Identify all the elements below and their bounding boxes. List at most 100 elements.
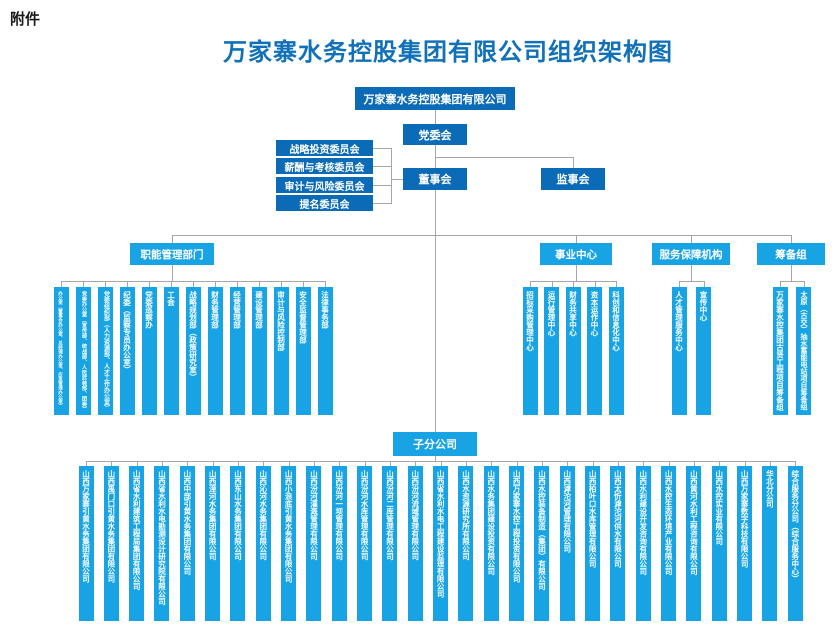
org-unit-label: 财务共享中心	[568, 291, 578, 336]
attachment-label: 附件	[10, 11, 41, 28]
connector	[172, 265, 173, 281]
connector	[373, 166, 391, 167]
connector-stub	[263, 461, 265, 466]
subsidiary-label: 山西沁河水务集团有限公司	[258, 470, 268, 560]
subsidiary-box: 山西省水利建筑工程局集团有限公司	[129, 461, 145, 621]
connector-stub	[668, 461, 670, 466]
connector-stub	[719, 461, 721, 466]
org-unit-label: 纪委（监察专员办公室）	[122, 291, 132, 374]
org-unit-box: 财务共享中心	[565, 281, 581, 415]
connector-stub	[541, 461, 543, 466]
subsidiary-label: 山西漳河水务集团有限公司	[208, 470, 218, 560]
subsidiary-label: 山西小浪底引黄水务集团有限公司	[284, 470, 294, 583]
org-unit-label: 党委办公室（宣传部、统战部、人民武装部、团委）	[80, 291, 87, 412]
connector-stub	[86, 461, 87, 466]
org-unit-label: 工会	[166, 291, 176, 306]
org-unit-box: 财务管理部	[207, 281, 223, 415]
connector-stub	[187, 461, 189, 466]
connector	[172, 235, 791, 236]
connector	[576, 265, 577, 281]
org-unit-box: 资本运作中心	[587, 281, 602, 415]
connector-stub	[594, 281, 596, 287]
connector-stub	[617, 461, 619, 466]
connector-stub	[83, 281, 84, 287]
org-unit-label: 法律事务部	[320, 291, 330, 329]
org-unit-label: 经营管理部	[232, 291, 242, 329]
connector-stub	[530, 281, 531, 287]
connector	[86, 461, 795, 462]
committee-box-compensation: 薪酬与考核委员会	[276, 158, 373, 174]
connector-stub	[281, 281, 282, 287]
org-unit-label: 宣传中心	[699, 291, 708, 321]
subsidiary-label: 山西省水利水电勘测设计研究院有限公司	[157, 470, 167, 605]
connector-stub	[415, 461, 417, 466]
connector	[391, 179, 403, 180]
subsidiary-label: 山西汾河灌溉管理有限公司	[309, 470, 319, 560]
branch-header-service-support: 服务保障机构	[652, 243, 730, 265]
connector-stub	[313, 461, 315, 466]
connector	[373, 203, 391, 204]
subsidiary-box: 山西汾河流域管理有限公司	[407, 461, 423, 621]
subsidiary-label: 山西水控生态环境产业有限公司	[664, 470, 674, 575]
subsidiary-box: 山西东山水务集团有限公司	[230, 461, 246, 621]
subsidiaries-header-box: 子分公司	[393, 432, 477, 456]
branch-header-preparatory-group: 筹备组	[757, 243, 825, 265]
subsidiary-label: 山西水务集团建设投资有限公司	[486, 470, 496, 575]
board-of-directors-box: 董事会	[403, 168, 467, 190]
connector-stub	[364, 461, 366, 466]
subsidiary-box: 山西水资源研究所有限公司	[458, 461, 474, 621]
connector-stub	[215, 281, 216, 287]
subsidiary-box: 山西沁河水务集团有限公司	[255, 461, 271, 621]
connector	[573, 157, 574, 168]
org-unit-label: 战略规划部（政策研究室）	[188, 291, 198, 381]
connector-stub	[61, 281, 62, 287]
connector	[373, 185, 391, 186]
org-unit-box: 党委组织部（人力资源部、人才工作办公室）	[97, 281, 113, 415]
org-unit-box: 安全监督管理部	[295, 281, 311, 415]
connector	[791, 265, 792, 281]
org-unit-box: 科创和信息化中心	[608, 281, 624, 415]
connector	[172, 235, 173, 243]
subsidiary-label: 山西黄河水利工程咨询有限公司	[689, 470, 699, 575]
org-unit-box: 纪委（监察专员办公室）	[119, 281, 135, 415]
connector	[435, 110, 436, 124]
subsidiary-box: 山西小浪底引黄水务集团有限公司	[281, 461, 297, 621]
connector-stub	[643, 461, 645, 466]
connector-stub	[161, 461, 163, 466]
subsidiary-box: 山西水利建设开发咨询有限公司	[635, 461, 651, 621]
subsidiary-label: 山西柏叶口水库管理有限公司	[588, 470, 598, 568]
subsidiary-label: 山西汾河二库管理有限公司	[385, 470, 395, 560]
connector	[391, 148, 392, 204]
subsidiary-box: 山西中部引黄水务集团有限公司	[179, 461, 195, 621]
connector	[691, 235, 692, 243]
org-unit-box: 宣传中心	[696, 281, 711, 415]
org-unit-label: 太原（古交）抽水蓄能电站项目筹备组	[800, 291, 807, 410]
subsidiary-label: 山西水利建设开发咨询有限公司	[638, 470, 648, 575]
org-unit-box: 经营管理部	[229, 281, 245, 415]
connector-stub	[127, 281, 128, 287]
org-unit-label: 人才管理服务中心	[674, 291, 684, 351]
connector-stub	[325, 281, 326, 287]
connector-stub	[516, 461, 518, 466]
subsidiary-label: 山西汾河水库管理有限公司	[360, 470, 370, 560]
connector	[435, 145, 436, 168]
subsidiary-label: 山西太忻滹沱河供水有限公司	[613, 470, 623, 568]
connector-stub	[105, 281, 106, 287]
subsidiary-label: 山西滹沱河管理有限公司	[562, 470, 572, 553]
root-company-box: 万家寨水务控股集团有限公司	[355, 87, 515, 110]
connector	[791, 235, 792, 243]
org-unit-box: 工会	[163, 281, 179, 415]
connector-stub	[303, 281, 304, 287]
org-unit-box: 招标采购管理中心	[522, 281, 538, 415]
connector	[435, 190, 436, 432]
subsidiary-box: 山西万家寨水控工程投资有限公司	[509, 461, 525, 621]
supervisory-board-box: 监事会	[541, 168, 605, 190]
org-unit-label: 科创和信息化中心	[611, 291, 621, 351]
connector-stub	[237, 461, 239, 466]
org-unit-label: 党委巡察办	[144, 291, 154, 329]
subsidiary-label: 山西万家寨数字科技有限公司	[740, 470, 750, 568]
connector-stub	[171, 281, 172, 287]
subsidiary-label: 山西汾河流域管理有限公司	[410, 470, 420, 560]
connector	[373, 148, 391, 149]
